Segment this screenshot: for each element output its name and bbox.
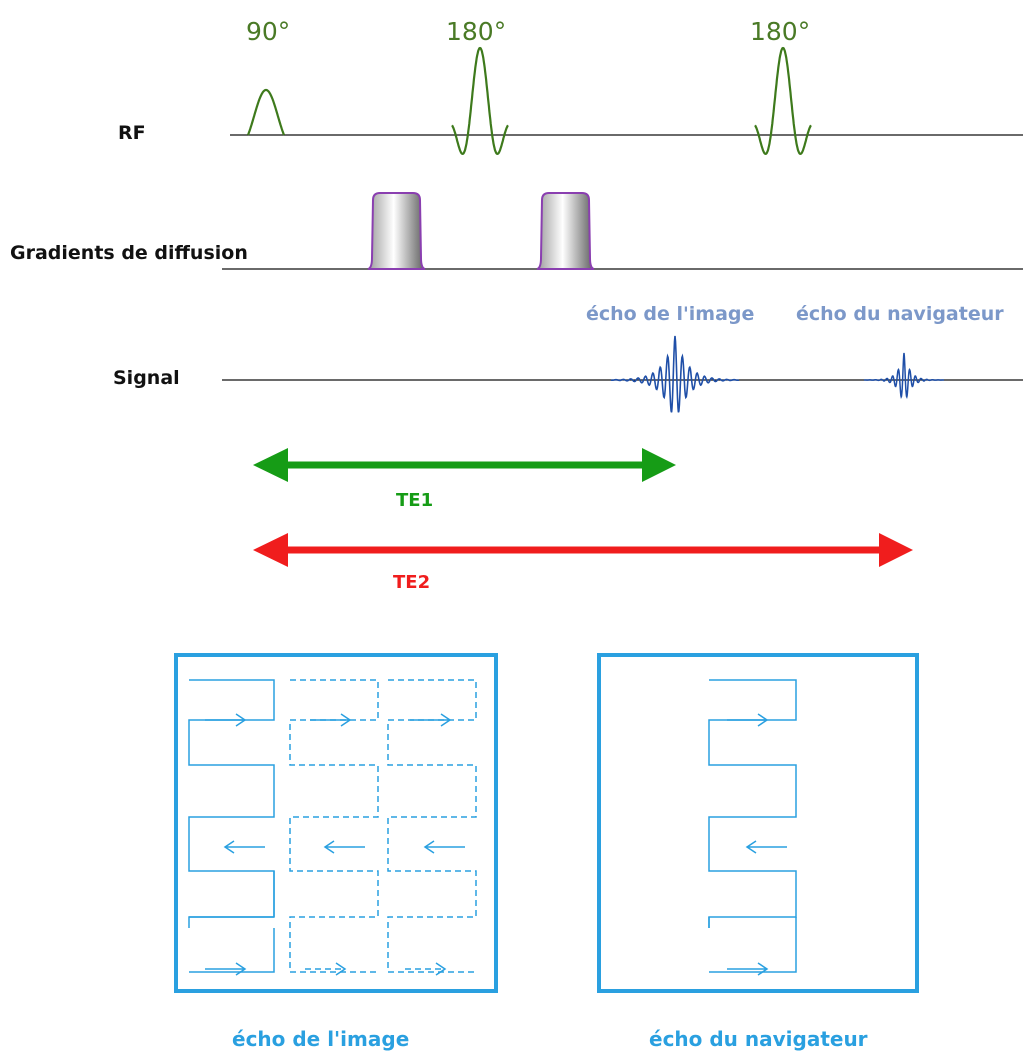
image-echo-signal (610, 335, 740, 413)
navigator-echo-signal (864, 352, 944, 400)
rf-pulse-90 (246, 88, 286, 136)
rf-pulse-180-first (451, 46, 509, 156)
rf-row-label: RF (118, 122, 146, 144)
rf-pulse-180-second (754, 46, 812, 156)
diffusion-gradient-lobe-1 (367, 192, 426, 270)
navigator-echo-trajectory (708, 679, 797, 973)
pulse-180-first-label: 180° (446, 17, 506, 46)
te2-label: TE2 (393, 572, 430, 593)
pulse-90-label: 90° (246, 17, 290, 46)
pulse-180-second-label: 180° (750, 17, 810, 46)
te1-arrow (253, 448, 676, 482)
image-echo-trajectory (188, 679, 477, 973)
te1-label: TE1 (396, 490, 433, 511)
navigator-echo-caption: écho du navigateur (649, 1027, 868, 1051)
image-echo-kspace-box (174, 653, 498, 993)
image-echo-caption: écho de l'image (232, 1027, 409, 1051)
navigator-echo-label: écho du navigateur (796, 303, 1004, 325)
image-echo-direction-arrows (205, 713, 465, 976)
te2-arrow (253, 533, 913, 567)
diffusion-gradient-lobe-2 (536, 192, 595, 270)
navigator-echo-kspace-box (597, 653, 919, 993)
image-echo-label: écho de l'image (586, 303, 754, 325)
gradients-row-label: Gradients de diffusion (10, 242, 248, 264)
navigator-echo-direction-arrows (727, 713, 787, 976)
signal-row-label: Signal (113, 367, 180, 389)
